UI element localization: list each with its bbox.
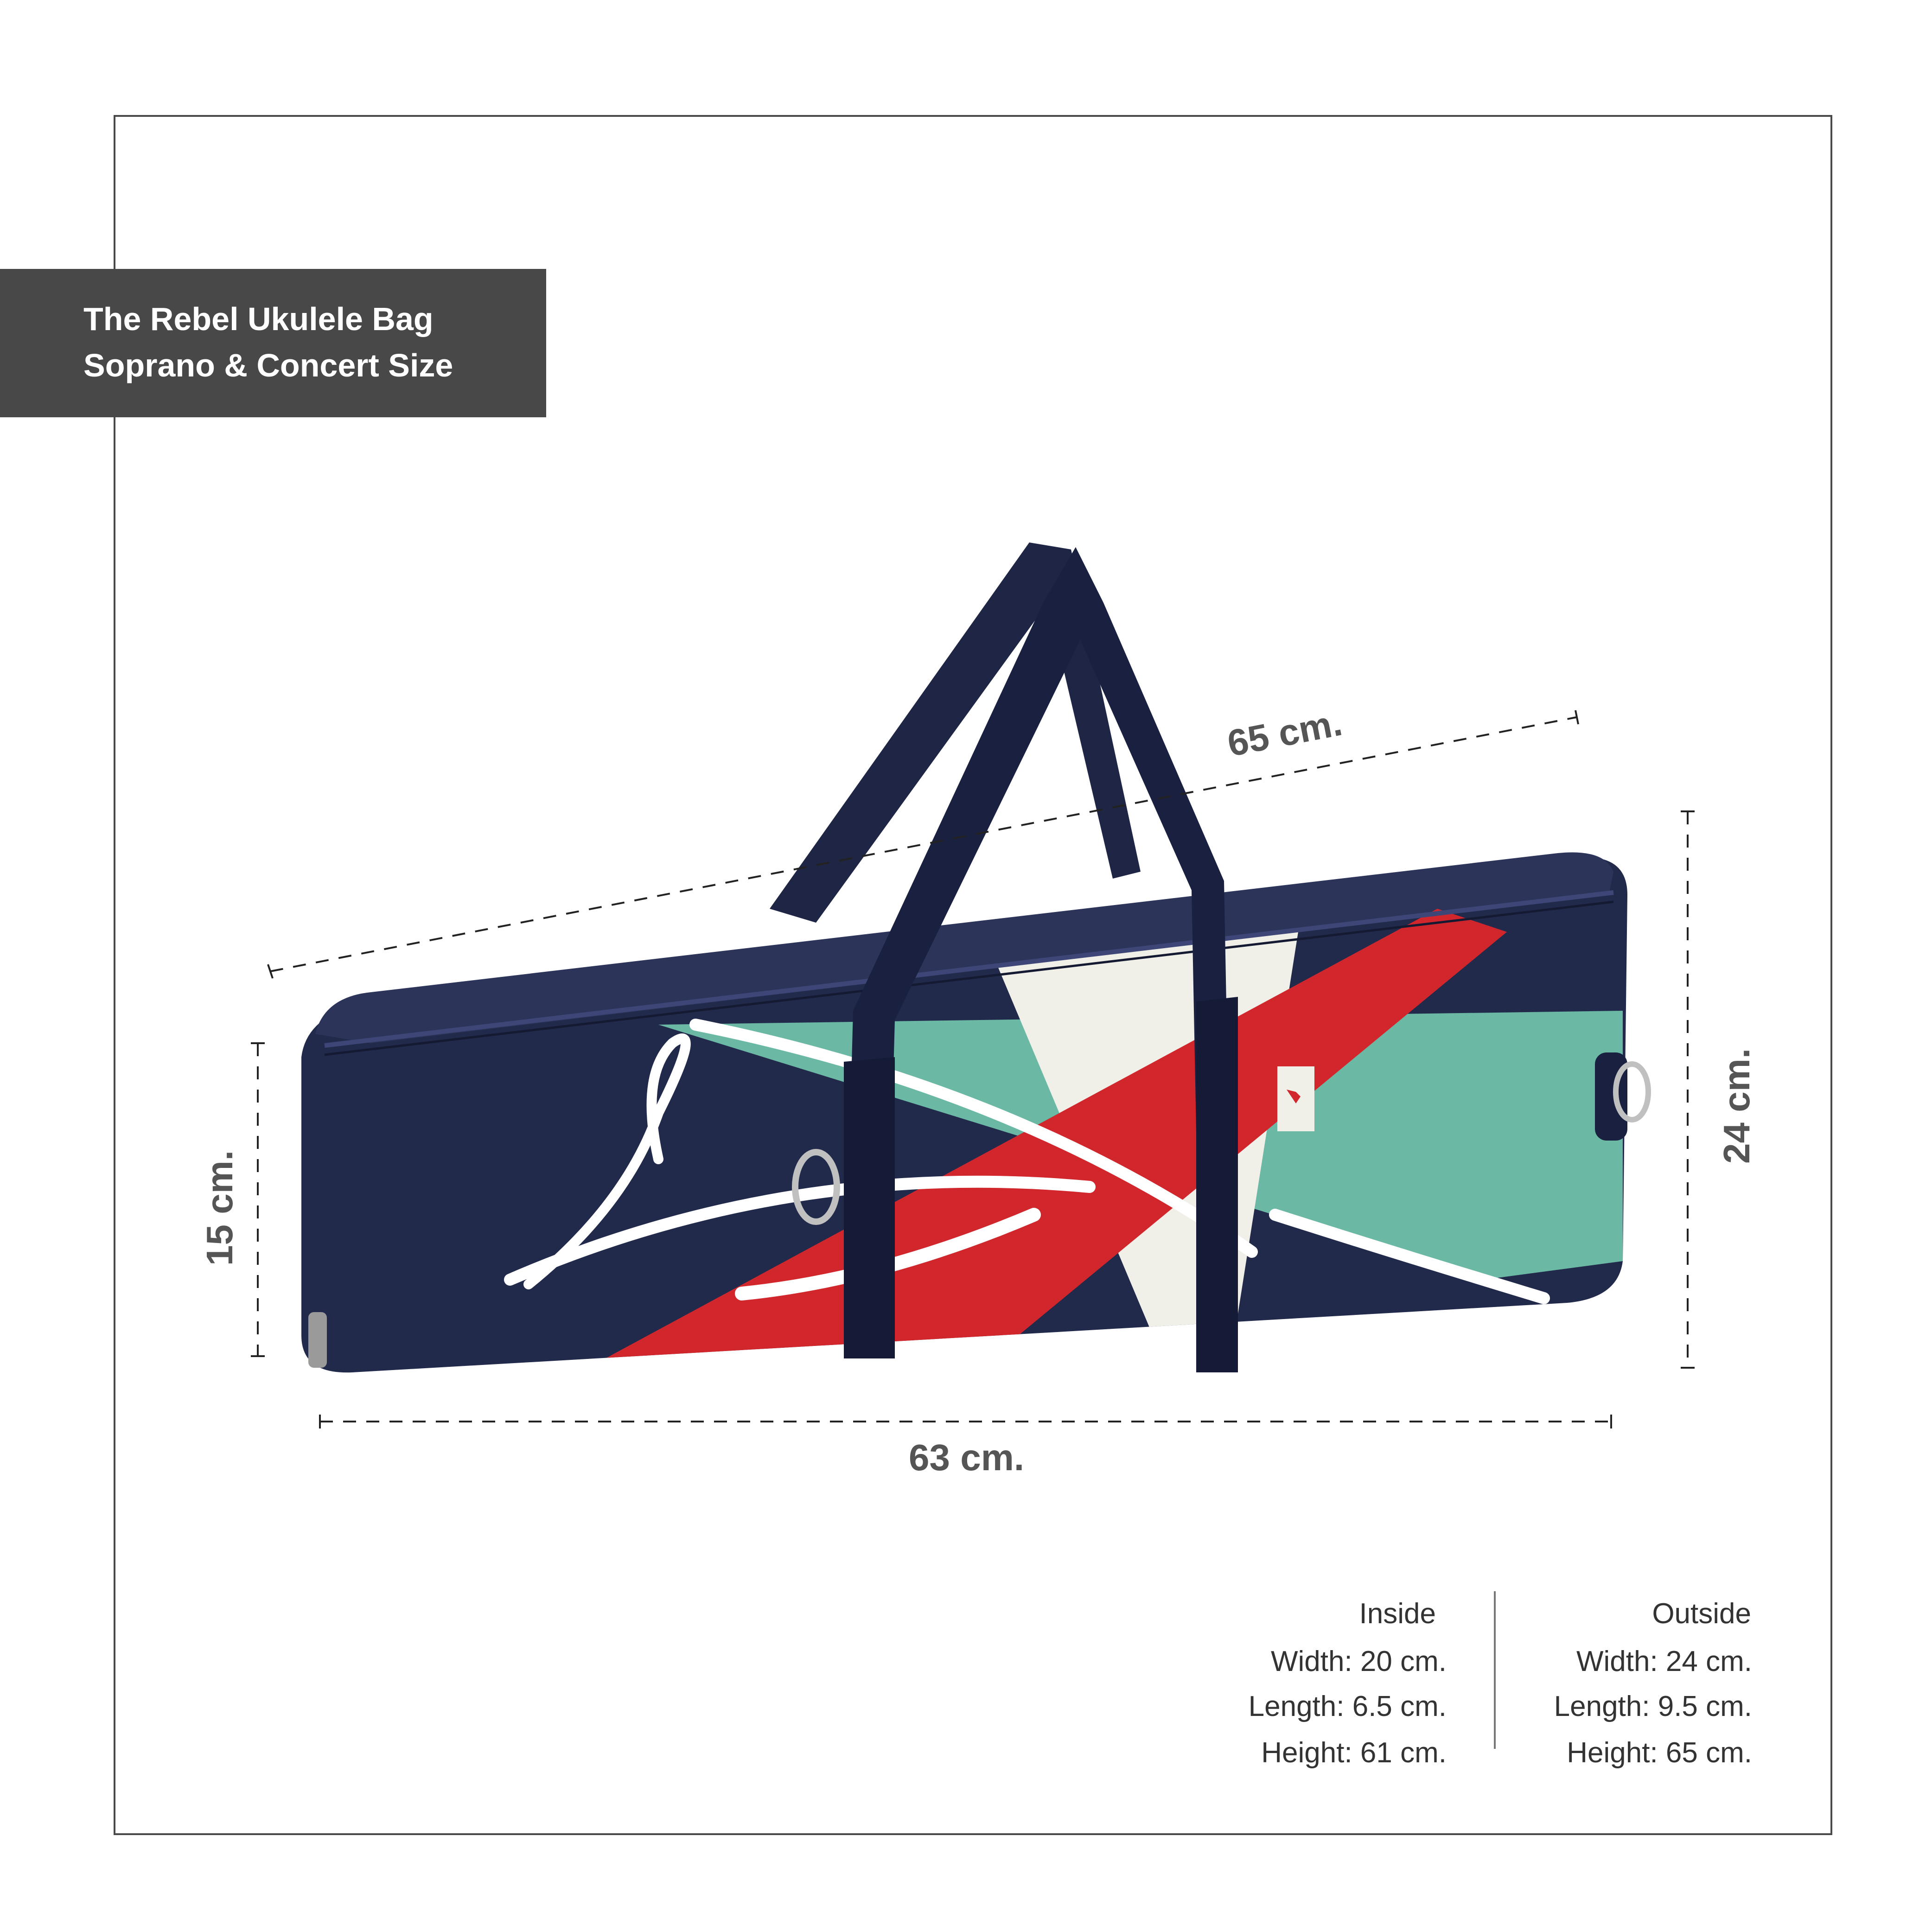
back-handle [770,542,1141,923]
dimension-label-right-height: 24 cm. [1716,1048,1757,1164]
d-ring-right [1613,1061,1651,1122]
zipper-seam [324,890,1614,1048]
title-line-2: Soprano & Concert Size [83,347,453,383]
zipper-pull [308,1312,327,1368]
inside-height: Height: 61 cm. [1261,1737,1447,1769]
outside-height: Height: 65 cm. [1567,1737,1752,1769]
front-handle [844,547,1233,1372]
spec-divider [1494,1591,1496,1749]
dimension-lines [251,710,1695,1428]
inside-heading: Inside [1359,1598,1436,1630]
d-ring-left [792,1149,840,1225]
dimension-label-bottom-length: 63 cm. [909,1437,1025,1478]
title-banner: The Rebel Ukulele Bag Soprano & Concert … [0,269,546,417]
outside-heading: Outside [1652,1598,1751,1630]
bag-top-panel [315,852,1613,1043]
outer-frame [114,115,1832,1835]
inside-width: Width: 20 cm. [1271,1645,1447,1677]
dimension-label-left-height: 15 cm. [199,1150,240,1266]
outside-width: Width: 24 cm. [1576,1645,1752,1677]
outside-length: Length: 9.5 cm. [1554,1690,1752,1722]
inside-length: Length: 6.5 cm. [1248,1690,1447,1722]
title-line-1: The Rebel Ukulele Bag [83,301,434,337]
